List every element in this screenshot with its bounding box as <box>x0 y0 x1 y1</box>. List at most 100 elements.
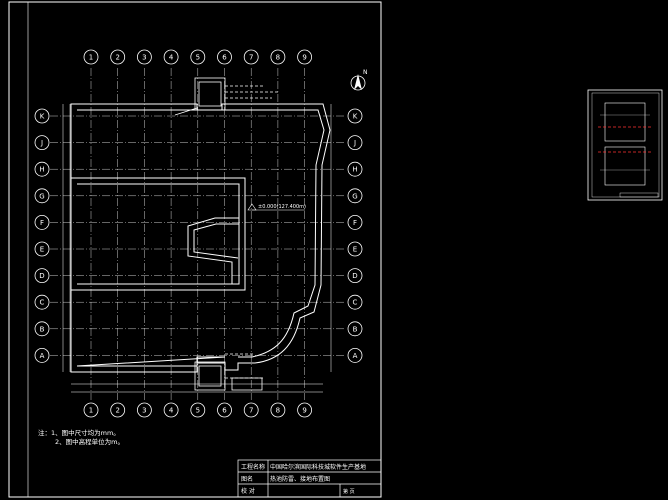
row-bubble-right-H-label: H <box>352 166 357 174</box>
row-bubble-right-B: B <box>347 321 363 337</box>
elevation-label: ±0.000(127.400m) <box>258 204 306 210</box>
column-bubble-top-7-label: 7 <box>249 54 253 62</box>
column-bubble-top-6-label: 6 <box>222 54 227 62</box>
row-bubble-left-B-label: B <box>40 325 45 333</box>
row-bubble-left-C: C <box>34 294 50 310</box>
column-bubble-top-4: 4 <box>163 49 179 65</box>
title-drawing-name: 热池防雷、接地布置图 <box>270 475 330 483</box>
column-bubble-top-1-label: 1 <box>89 54 93 62</box>
row-bubble-left-K-label: K <box>40 113 45 121</box>
row-grid-lines <box>50 115 345 356</box>
column-bubble-top-2: 2 <box>110 49 126 65</box>
column-bubble-top-4-label: 4 <box>169 54 174 62</box>
building-outline <box>70 103 331 373</box>
row-bubble-left-E: E <box>34 241 50 257</box>
title-check-label: 校 对 <box>241 487 255 495</box>
sheet-border <box>8 1 382 498</box>
column-bubble-bottom-6: 6 <box>217 402 232 418</box>
column-bubble-bottom-2: 2 <box>110 402 126 418</box>
north-label: N <box>363 69 368 76</box>
column-axis-bubbles: 1 1 2 2 3 3 4 4 5 5 6 6 7 7 8 8 9 9 <box>83 49 313 418</box>
column-bubble-top-5: 5 <box>190 49 206 65</box>
column-bubble-bottom-3: 3 <box>136 402 152 418</box>
row-bubble-left-C-label: C <box>40 299 45 307</box>
row-bubble-left-K: K <box>34 108 50 124</box>
column-bubble-top-8-label: 8 <box>276 54 280 62</box>
column-bubble-bottom-4-label: 4 <box>169 407 174 415</box>
column-bubble-bottom-9: 9 <box>297 402 313 418</box>
column-bubble-top-7: 7 <box>243 49 259 65</box>
row-bubble-left-J: J <box>34 135 50 151</box>
column-bubble-bottom-1-label: 1 <box>89 407 93 415</box>
binding-margin-line <box>27 1 382 498</box>
row-bubble-left-F: F <box>34 214 50 230</box>
row-bubble-left-A: A <box>34 347 50 363</box>
column-bubble-top-8: 8 <box>270 49 286 65</box>
title-sheet-no: 第 页 <box>343 488 355 495</box>
note-line-2: 2、图中高程单位为m。 <box>55 437 124 446</box>
row-bubble-right-K: K <box>347 108 363 124</box>
column-bubble-bottom-7-label: 7 <box>249 407 253 415</box>
bottom-equipment-room <box>194 353 265 391</box>
row-bubble-right-H: H <box>347 161 363 177</box>
column-bubble-bottom-9-label: 9 <box>302 407 306 415</box>
column-bubble-bottom-5-label: 5 <box>196 407 200 415</box>
column-bubble-top-1: 1 <box>83 49 99 65</box>
column-bubble-bottom-4: 4 <box>163 402 179 418</box>
row-bubble-left-G: G <box>34 188 50 204</box>
row-bubble-left-E-label: E <box>40 246 44 254</box>
column-bubble-bottom-5: 5 <box>190 402 206 418</box>
sheet-thumbnail <box>587 89 663 201</box>
row-bubble-left-J-label: J <box>40 139 43 147</box>
column-bubble-bottom-8: 8 <box>270 402 286 418</box>
elevation-marker: ±0.000(127.400m) <box>247 203 306 211</box>
row-bubble-right-C-label: C <box>353 299 358 307</box>
row-bubble-right-E: E <box>347 241 363 257</box>
north-arrow-icon: N <box>350 69 368 91</box>
column-bubble-bottom-1: 1 <box>83 402 99 418</box>
row-bubble-left-D-label: D <box>39 272 44 280</box>
row-bubble-left-H: H <box>34 161 50 177</box>
column-grid-lines <box>90 68 305 400</box>
note-line-1: 注：1、图中尺寸均为mm。 <box>38 428 120 437</box>
row-axis-bubbles: K K J J H H G G F F E E D D C C B B A A <box>34 108 363 363</box>
column-bubble-top-9: 9 <box>297 49 313 65</box>
row-bubble-right-A-label: A <box>353 352 358 360</box>
row-bubble-right-B-label: B <box>353 325 358 333</box>
dimension-lines <box>62 104 332 393</box>
column-bubble-bottom-8-label: 8 <box>276 407 280 415</box>
row-bubble-right-E-label: E <box>353 246 357 254</box>
row-bubble-left-D: D <box>34 268 50 284</box>
row-bubble-left-B: B <box>34 321 50 337</box>
row-bubble-right-F: F <box>347 214 363 230</box>
row-bubble-right-J: J <box>347 135 363 151</box>
column-bubble-top-9-label: 9 <box>302 54 306 62</box>
row-bubble-right-G: G <box>347 188 363 204</box>
row-bubble-right-A: A <box>347 347 363 363</box>
column-bubble-top-3-label: 3 <box>142 54 146 62</box>
row-bubble-right-F-label: F <box>353 219 357 227</box>
row-bubble-right-G-label: G <box>352 192 357 200</box>
title-drawing-label: 图名 <box>241 475 253 483</box>
column-bubble-top-6: 6 <box>217 49 232 65</box>
row-bubble-right-D: D <box>347 268 363 284</box>
column-bubble-top-5-label: 5 <box>196 54 200 62</box>
column-bubble-bottom-2-label: 2 <box>115 407 119 415</box>
row-bubble-left-H-label: H <box>39 166 44 174</box>
title-project-label: 工程名称 <box>241 463 265 471</box>
row-bubble-right-C: C <box>347 294 363 310</box>
top-equipment-room <box>174 77 280 116</box>
row-bubble-left-G-label: G <box>39 192 44 200</box>
title-project-name: 中国哈尔滨国际科技城软件生产基地 <box>270 463 366 471</box>
row-bubble-left-F-label: F <box>40 219 44 227</box>
column-bubble-bottom-6-label: 6 <box>222 407 227 415</box>
row-bubble-right-J-label: J <box>353 139 356 147</box>
column-bubble-top-3: 3 <box>136 49 152 65</box>
column-bubble-bottom-7: 7 <box>243 402 259 418</box>
row-bubble-left-A-label: A <box>40 352 45 360</box>
row-bubble-right-D-label: D <box>352 272 357 280</box>
title-block <box>237 459 382 498</box>
row-bubble-right-K-label: K <box>353 113 358 121</box>
column-bubble-bottom-3-label: 3 <box>142 407 146 415</box>
